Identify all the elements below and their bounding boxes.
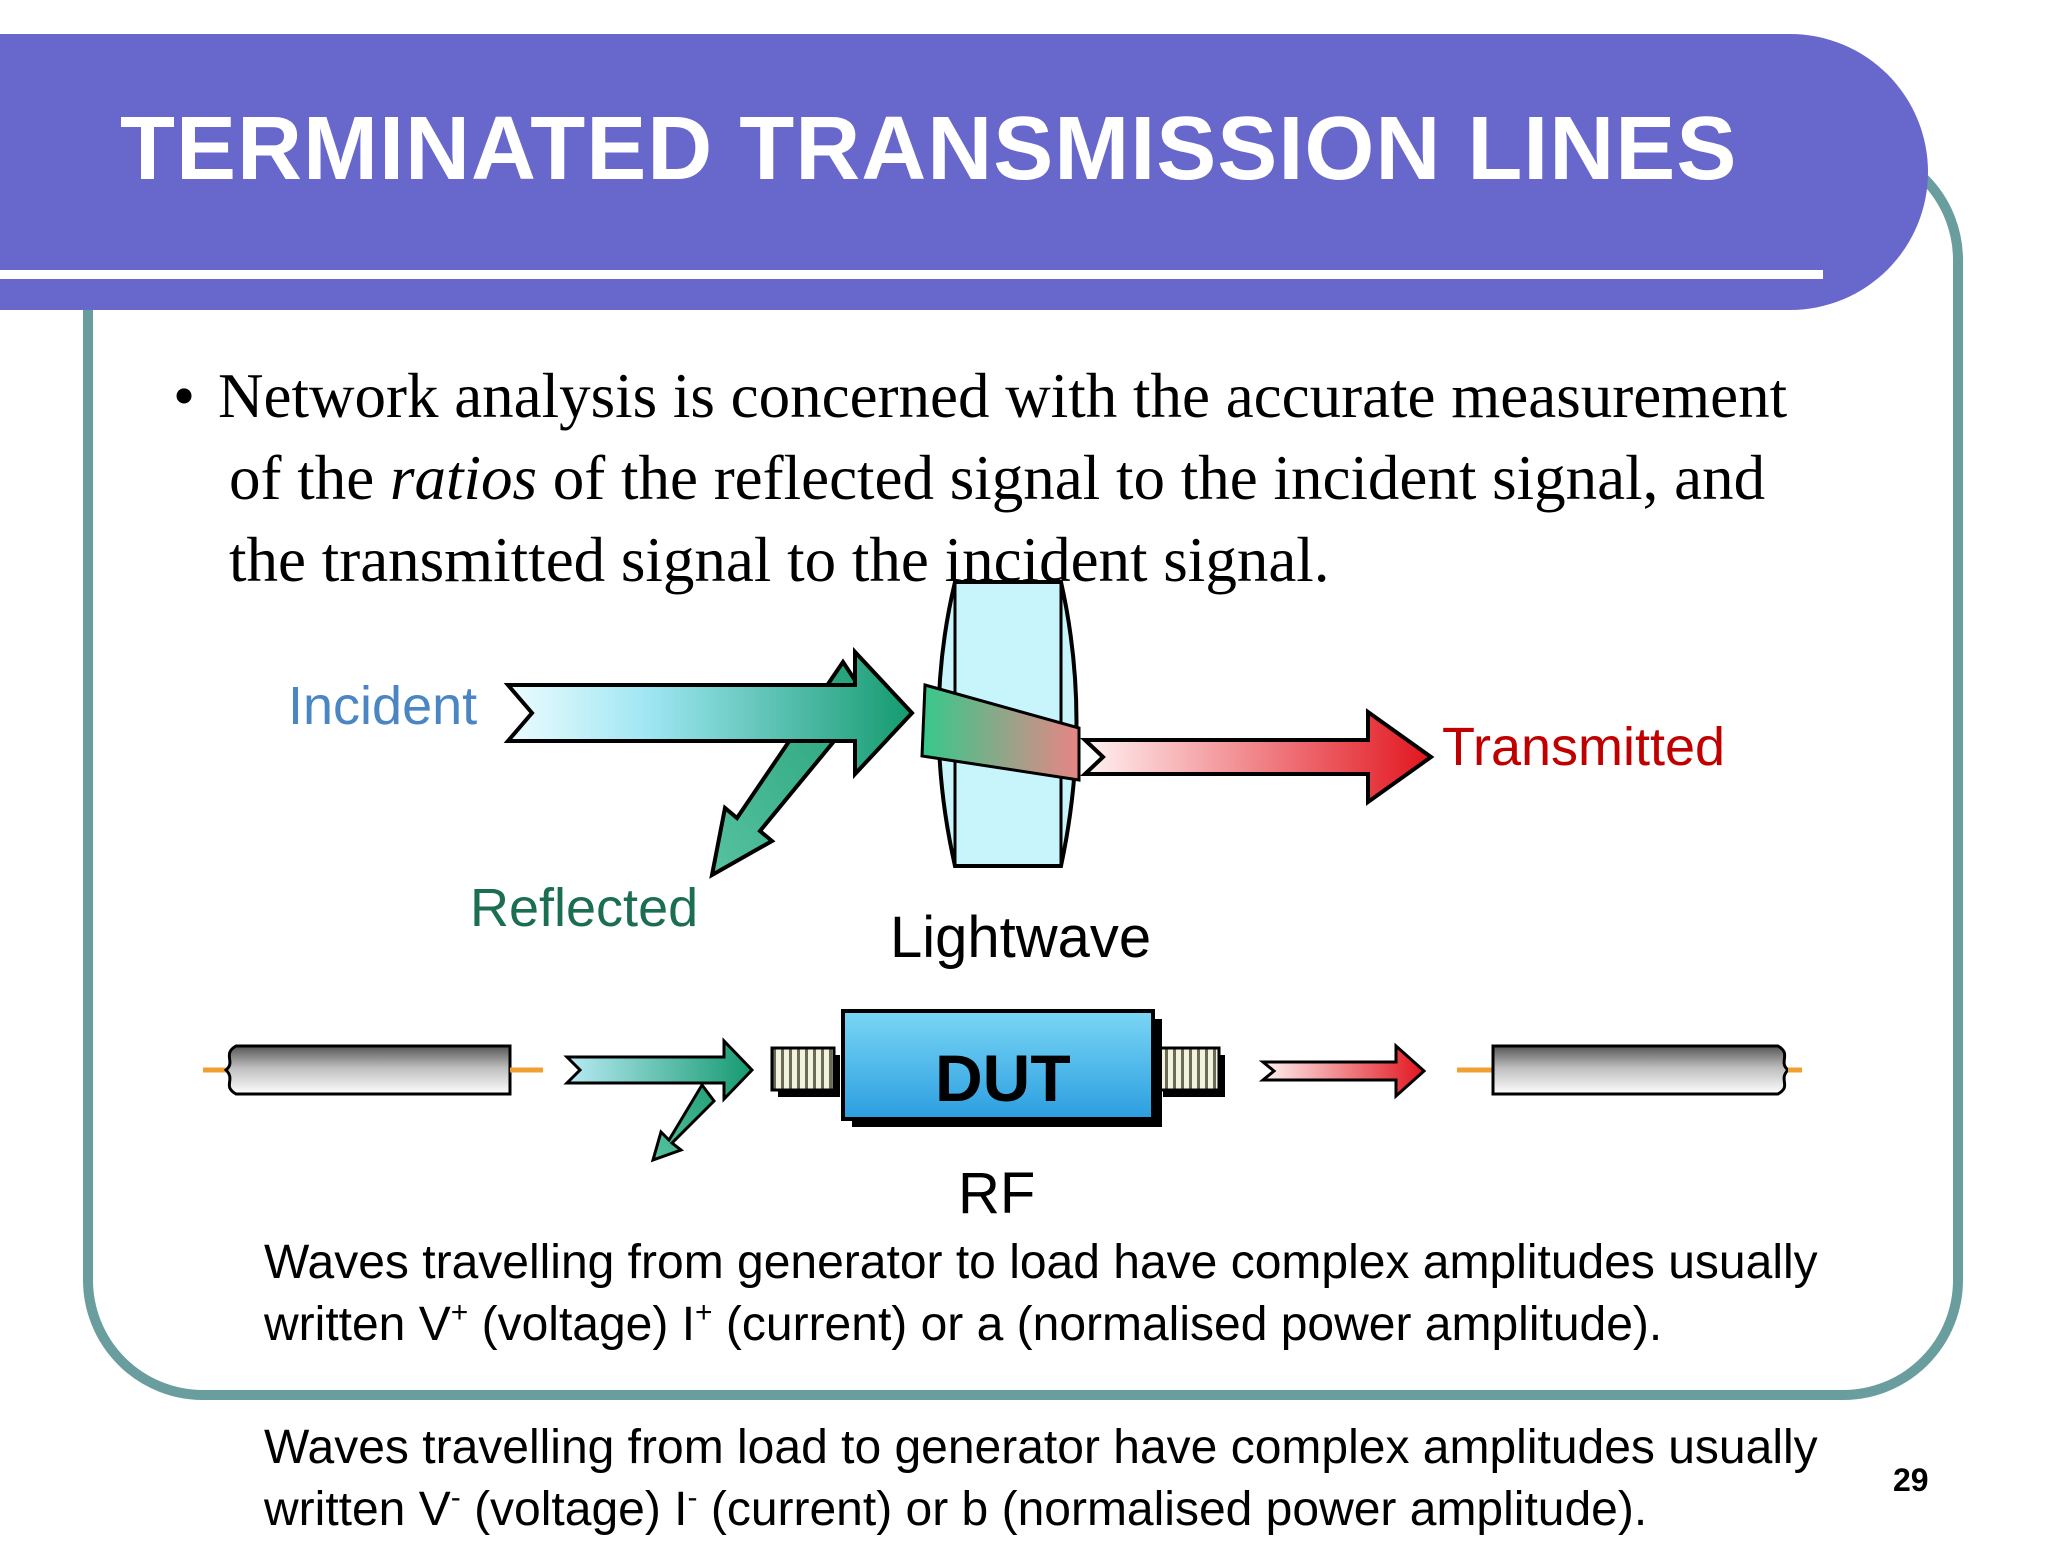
reflected-label: Reflected (470, 878, 699, 938)
ratios-emphasis: ratios (389, 443, 537, 513)
bullet-line-3: the transmitted signal to the incident s… (229, 525, 1330, 595)
page-number: 29 (1893, 1462, 1929, 1498)
title-underline (0, 270, 1823, 279)
transmitted-label: Transmitted (1442, 717, 1726, 777)
reverse-wave-line-2: written V- (voltage) I- (current) or b (… (264, 1481, 1648, 1537)
slide-title: TERMINATED TRANSMISSION LINES (120, 99, 1738, 199)
bullet-marker: • (173, 361, 196, 431)
forward-wave-paragraph: Waves travelling from generator to load … (264, 1232, 2004, 1356)
dut-block (770, 1009, 1225, 1127)
left-coax-cable (203, 1044, 543, 1096)
lightwave-lens (920, 580, 1081, 868)
rf-incident-arrow (563, 1037, 755, 1103)
reverse-wave-paragraph: Waves travelling from load to generator … (264, 1417, 2004, 1541)
rf-reflected-arrow (650, 1082, 716, 1163)
bullet-line-1: Network analysis is concerned with the a… (218, 361, 1788, 431)
forward-wave-line-1: Waves travelling from generator to load … (264, 1236, 1818, 1289)
title-band (0, 34, 1928, 310)
right-coax-cable (1457, 1044, 1802, 1096)
rf-label: RF (958, 1161, 1036, 1226)
dut-left-connector (770, 1046, 836, 1092)
lightwave-label: Lightwave (890, 905, 1152, 970)
reverse-wave-line-1: Waves travelling from load to generator … (264, 1421, 1818, 1474)
bullet-line-2: of the ratios of the reflected signal to… (229, 443, 1766, 513)
dut-right-connector (1155, 1046, 1221, 1092)
transmitted-arrow (1079, 708, 1435, 806)
incident-arrow (503, 646, 915, 780)
lens-signal-band (920, 683, 1081, 782)
dut-body (841, 1009, 1155, 1121)
rf-transmitted-arrow (1258, 1042, 1427, 1100)
dut-label: DUT (935, 1041, 1071, 1115)
forward-wave-line-2: written V+ (voltage) I+ (current) or a (… (264, 1296, 1663, 1352)
incident-label: Incident (288, 676, 478, 736)
